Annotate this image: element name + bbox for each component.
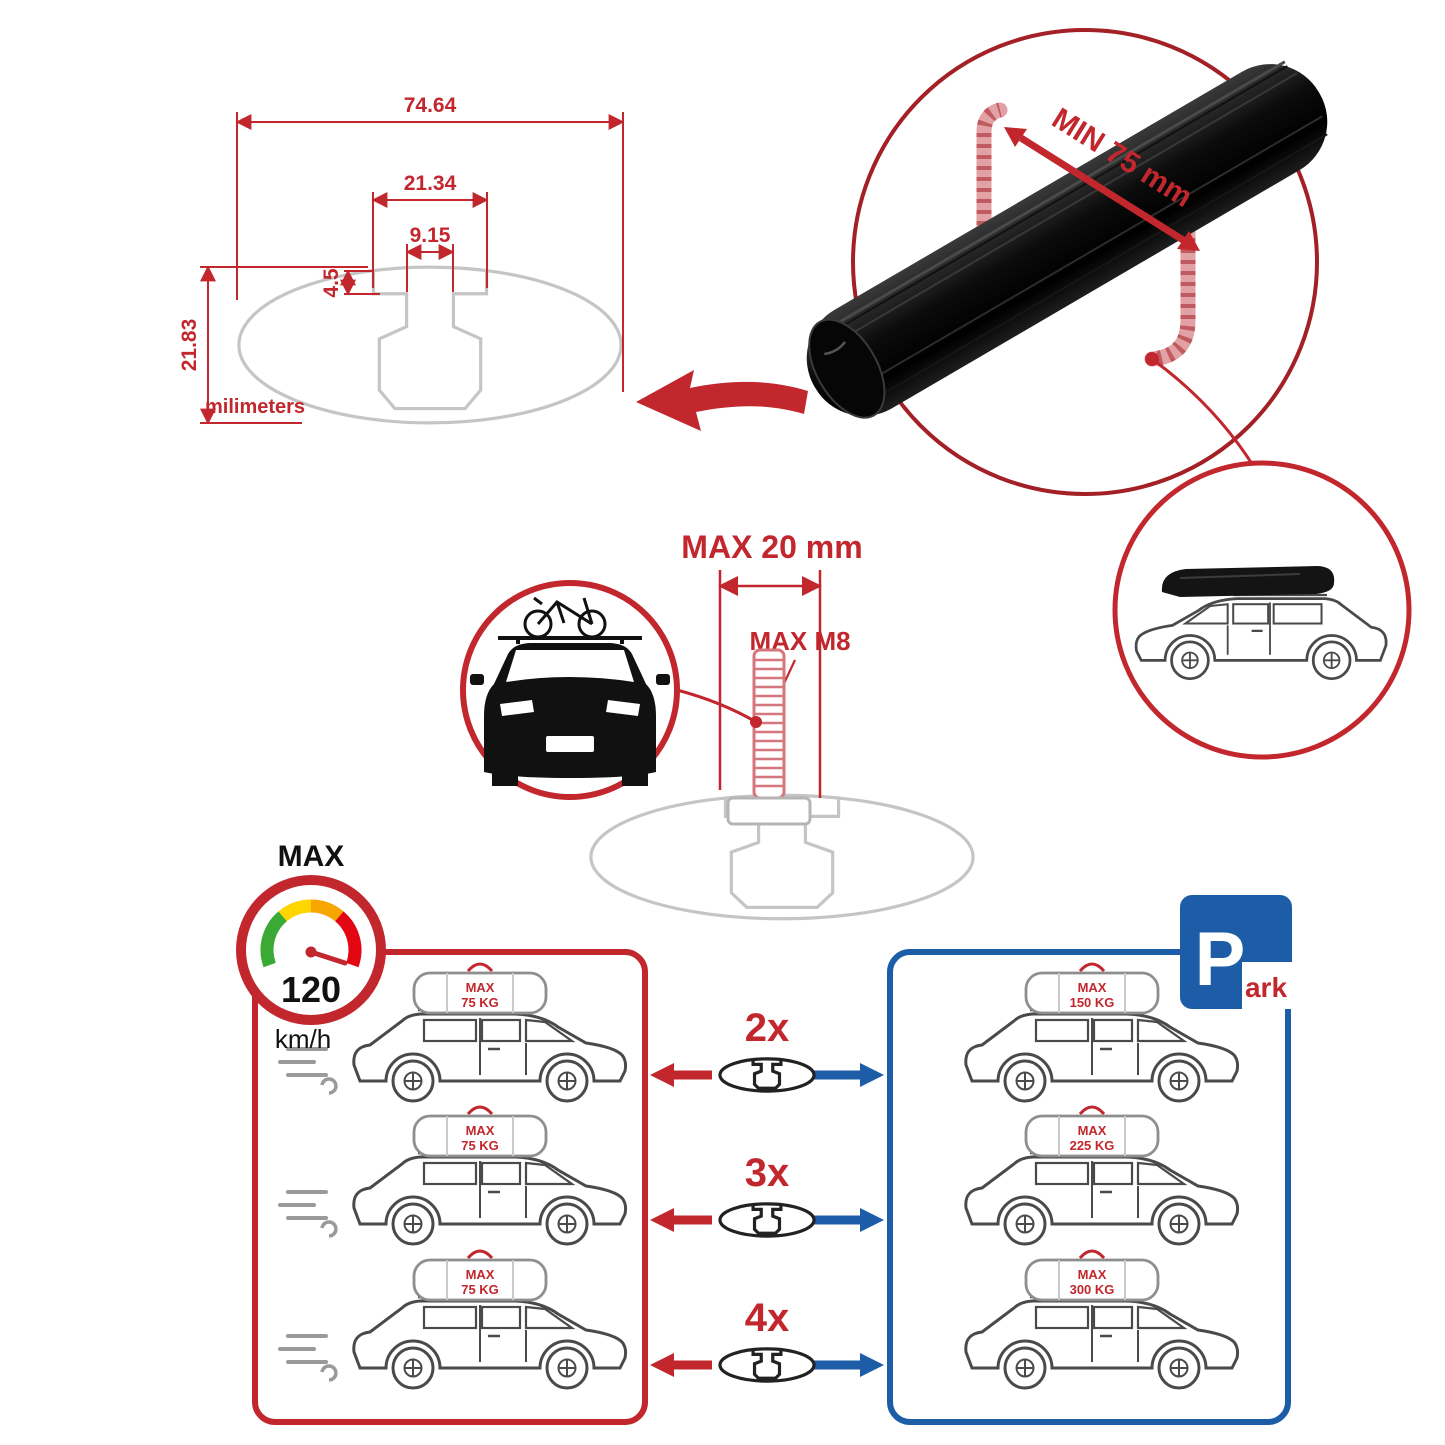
parking-sign: P ark	[1180, 895, 1292, 1009]
gauge-orange-arc	[310, 899, 344, 922]
blue-arrow-right-icon	[860, 1208, 884, 1232]
bar-detail-inset: MIN 75 mm	[806, 28, 1328, 496]
svg-text:MAX: MAX	[1078, 1267, 1107, 1282]
dim-lip-depth: 4.5	[320, 268, 343, 298]
roof-cargo-150: MAX 150 KG	[1024, 962, 1160, 1015]
crossbar-3d	[806, 60, 1328, 419]
bolt-length-label: MAX 20 mm	[681, 529, 862, 565]
svg-text:MAX: MAX	[466, 1123, 495, 1138]
blue-arrow-right-icon	[860, 1353, 884, 1377]
count-3x: 3x	[745, 1151, 790, 1195]
red-arrow-left-icon	[650, 1208, 674, 1232]
roof-cargo-300: MAX 300 KG	[1024, 1249, 1160, 1302]
blue-arrow-right-icon	[860, 1063, 884, 1087]
roof-box-icon	[1161, 566, 1335, 597]
car-front-icon	[470, 596, 670, 786]
count-2x: 2x	[745, 1006, 790, 1050]
roof-cargo-75-3: MAX 75 KG	[412, 1249, 548, 1302]
svg-text:MAX: MAX	[1078, 1123, 1107, 1138]
gauge-yellow-arc	[278, 899, 312, 922]
roof-cargo-75-1: MAX 75 KG	[412, 962, 548, 1015]
dim-channel-width: 9.15	[410, 224, 451, 247]
svg-text:MAX: MAX	[466, 1267, 495, 1282]
clamp-rod-right-icon	[1144, 208, 1196, 367]
profile-icon-3x	[719, 1203, 815, 1237]
gauge-red-arc	[334, 911, 362, 968]
profile-dimension-drawing: 74.64 21.34 9.15 4.5 21.83 milimeters	[178, 94, 625, 425]
bolt-detail: MAX 20 mm MAX M8	[589, 529, 975, 921]
gauge-unit: km/h	[275, 1024, 331, 1054]
svg-text:75 KG: 75 KG	[461, 1138, 499, 1153]
roof-cargo-225: MAX 225 KG	[1024, 1105, 1160, 1158]
bike-car-inset	[460, 580, 762, 800]
unit-label: milimeters	[205, 396, 305, 418]
svg-text:MAX: MAX	[1078, 980, 1107, 995]
speed-limit-gauge: MAX 120 km/h	[236, 840, 386, 1054]
bike-car-leader-line	[676, 688, 757, 724]
crossbar-count-column: 2x 3x 4x	[650, 1006, 884, 1382]
gauge-needle	[308, 949, 348, 966]
clamp-rod-left-icon	[976, 102, 1008, 244]
dim-height: 21.83	[178, 319, 201, 372]
driving-cars: MAX 75 KG MAX 75 KG MAX 75 KG	[278, 962, 628, 1390]
svg-text:75 KG: 75 KG	[461, 1282, 499, 1297]
red-arrow-left-icon	[650, 1063, 674, 1087]
suv-roofbox-inset	[1112, 460, 1412, 760]
count-4x: 4x	[745, 1296, 790, 1340]
dim-total-width: 74.64	[404, 94, 457, 117]
svg-text:150 KG: 150 KG	[1070, 995, 1115, 1010]
callout-leader-line	[1151, 357, 1256, 468]
gauge-green-arc	[260, 911, 288, 968]
profile-icon-4x	[719, 1348, 815, 1382]
t-bolt-icon	[726, 648, 812, 826]
parking-cars: MAX 150 KG MAX 225 KG MAX 300 KG	[964, 962, 1240, 1390]
parking-sign-letter: P	[1195, 917, 1246, 1002]
red-arrow-left-icon	[650, 1353, 674, 1377]
svg-text:225 KG: 225 KG	[1070, 1138, 1115, 1153]
svg-text:75 KG: 75 KG	[461, 995, 499, 1010]
dim-slot-width: 21.34	[404, 172, 457, 195]
bar-to-drawing-arrow-icon	[636, 370, 808, 431]
bar-end-cap	[808, 318, 886, 419]
roof-bar-icon	[498, 636, 642, 644]
svg-text:300 KG: 300 KG	[1070, 1282, 1115, 1297]
min-clearance-arrow-icon	[1004, 127, 1200, 251]
profile-icon-2x	[719, 1058, 815, 1092]
roof-cargo-75-2: MAX 75 KG	[412, 1105, 548, 1158]
svg-text:MAX: MAX	[466, 980, 495, 995]
gauge-value: 120	[281, 969, 341, 1010]
bolt-callout-dot	[750, 716, 762, 728]
gauge-max-label: MAX	[278, 840, 345, 873]
parking-sign-suffix: ark	[1245, 972, 1287, 1003]
dimension-lines	[200, 112, 625, 425]
